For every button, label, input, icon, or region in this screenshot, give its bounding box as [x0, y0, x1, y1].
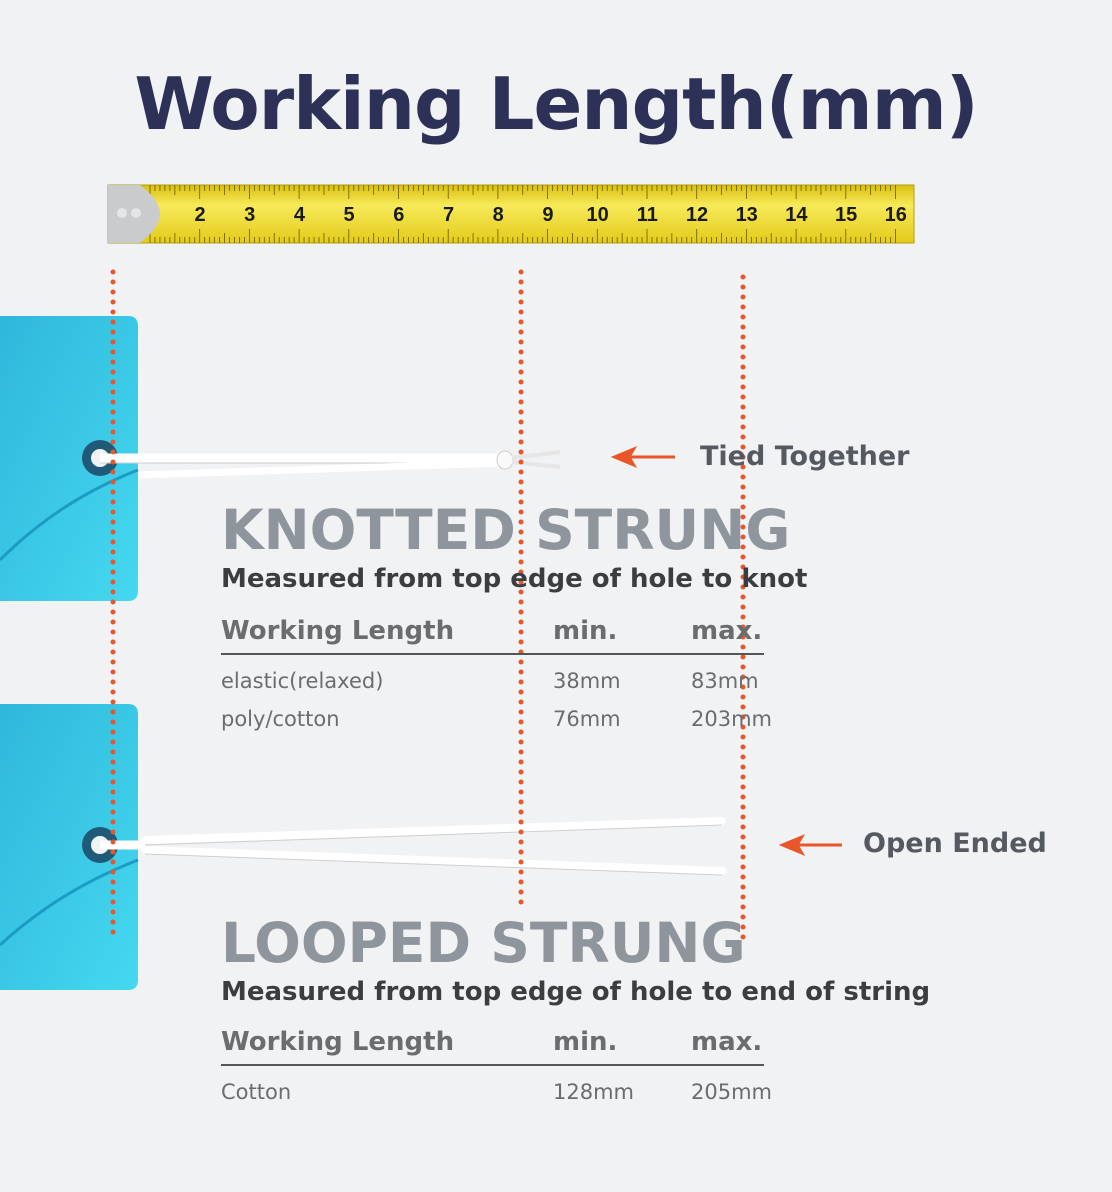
looped-subtitle: Measured from top edge of hole to end of… [221, 977, 931, 1007]
ruler-number: 16 [885, 204, 907, 226]
table-divider [221, 1064, 764, 1066]
ruler-number: 13 [736, 204, 758, 226]
cell-material: Cotton [221, 1080, 292, 1104]
cell-max: 83mm [691, 669, 759, 693]
ruler-number: 10 [586, 204, 608, 226]
cell-material: elastic(relaxed) [221, 669, 384, 693]
ruler-number: 2 [194, 204, 205, 226]
cell-min: 128mm [553, 1080, 634, 1104]
ruler-number: 15 [835, 204, 857, 226]
col-header-min: min. [553, 1027, 618, 1057]
cell-max: 203mm [691, 707, 772, 731]
table-divider [221, 653, 764, 655]
page-title: Working Length(mm) [134, 62, 978, 146]
ruler-number: 7 [443, 204, 454, 226]
looped-heading: LOOPED STRUNG [221, 911, 746, 975]
arrow-left-icon [610, 445, 675, 469]
cell-min: 76mm [553, 707, 621, 731]
ruler-number: 6 [393, 204, 404, 226]
tag-knotted [0, 316, 561, 601]
col-header-min: min. [553, 616, 618, 646]
knotted-subtitle: Measured from top edge of hole to knot [221, 564, 808, 594]
col-header-working-length: Working Length [221, 616, 455, 646]
ruler-number: 3 [244, 204, 255, 226]
tag-looped [0, 704, 726, 990]
arrow-left-icon [778, 833, 842, 857]
ruler-number: 9 [542, 204, 553, 226]
col-header-max: max. [691, 616, 763, 646]
measurement-lines [110, 269, 746, 948]
ruler-number: 12 [686, 204, 708, 226]
measuring-tape: 2 3 4 5 6 7 8 9 10 11 12 13 14 15 16 [107, 184, 915, 244]
ruler-number: 4 [294, 204, 306, 226]
cell-material: poly/cotton [221, 707, 340, 731]
ruler-number: 11 [637, 204, 658, 226]
ruler-number: 8 [493, 204, 504, 226]
open-ended-label: Open Ended [863, 828, 1047, 859]
ruler-number: 14 [785, 204, 808, 226]
ruler-ticks [149, 185, 896, 243]
col-header-working-length: Working Length [221, 1027, 455, 1057]
ruler-numbers: 2 3 4 5 6 7 8 9 10 11 12 13 14 15 16 [194, 204, 906, 226]
tied-together-label: Tied Together [700, 441, 910, 472]
col-header-max: max. [691, 1027, 763, 1057]
cell-max: 205mm [691, 1080, 772, 1104]
cell-min: 38mm [553, 669, 621, 693]
ruler-number: 5 [344, 204, 355, 226]
knotted-heading: KNOTTED STRUNG [221, 498, 791, 562]
